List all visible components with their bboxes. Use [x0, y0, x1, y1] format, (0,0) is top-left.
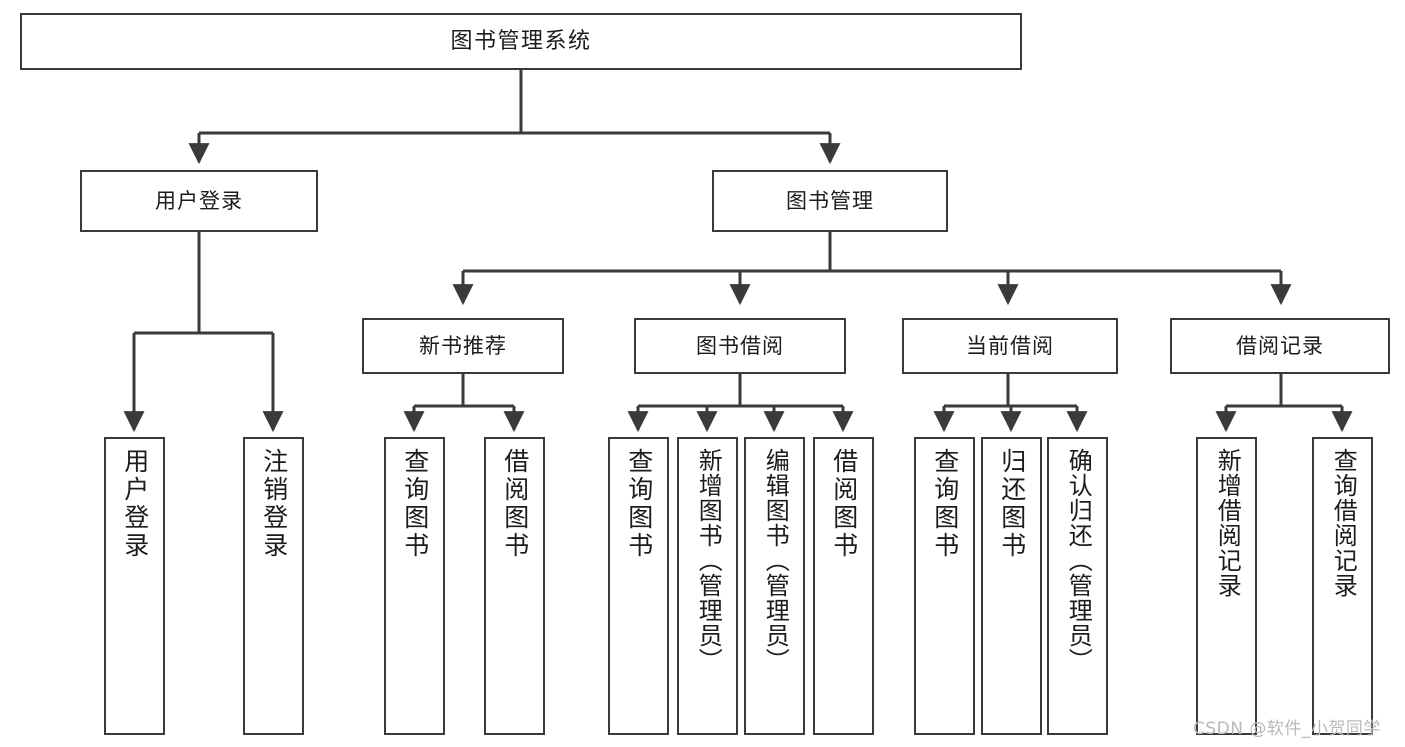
node-new-book-recommend[interactable]: 新书推荐 — [362, 318, 564, 374]
leaf-recommend-query-book[interactable]: 查询图书 — [384, 437, 445, 735]
node-label: 图书借阅 — [696, 333, 784, 358]
node-label: 当前借阅 — [966, 333, 1054, 358]
leaf-borrow-query-book[interactable]: 查询图书 — [608, 437, 669, 735]
node-label: 查询图书 — [400, 448, 430, 560]
leaf-borrow-borrow-book[interactable]: 借阅图书 — [813, 437, 874, 735]
node-label: 新增借阅记录 — [1213, 448, 1242, 598]
node-label: 借阅记录 — [1236, 333, 1324, 358]
node-label: 新书推荐 — [419, 333, 507, 358]
leaf-record-add-record[interactable]: 新增借阅记录 — [1196, 437, 1257, 735]
node-label: 图书管理系统 — [450, 28, 592, 54]
leaf-borrow-add-book-admin[interactable]: 新增图书（管理员） — [677, 437, 738, 735]
node-label: 新增图书（管理员） — [694, 448, 723, 673]
node-label: 查询借阅记录 — [1329, 448, 1358, 598]
node-label: 查询图书 — [930, 448, 960, 560]
node-book-borrow[interactable]: 图书借阅 — [634, 318, 846, 374]
node-current-borrow[interactable]: 当前借阅 — [902, 318, 1118, 374]
node-label: 确认归还（管理员） — [1064, 448, 1093, 673]
node-borrow-record[interactable]: 借阅记录 — [1170, 318, 1390, 374]
leaf-current-query-book[interactable]: 查询图书 — [914, 437, 975, 735]
node-user-login[interactable]: 用户登录 — [80, 170, 318, 232]
leaf-user-login[interactable]: 用户登录 — [104, 437, 165, 735]
node-label: 用户登录 — [120, 448, 150, 560]
node-label: 借阅图书 — [500, 448, 530, 560]
node-book-management[interactable]: 图书管理 — [712, 170, 948, 232]
node-label: 图书管理 — [786, 188, 874, 213]
leaf-user-logout[interactable]: 注销登录 — [243, 437, 304, 735]
leaf-borrow-edit-book-admin[interactable]: 编辑图书（管理员） — [744, 437, 805, 735]
node-label: 借阅图书 — [829, 448, 859, 560]
node-label: 编辑图书（管理员） — [761, 448, 790, 673]
node-label: 归还图书 — [997, 448, 1027, 560]
node-root-system[interactable]: 图书管理系统 — [20, 13, 1022, 70]
leaf-record-query-record[interactable]: 查询借阅记录 — [1312, 437, 1373, 735]
node-label: 注销登录 — [259, 448, 289, 560]
node-label: 用户登录 — [155, 188, 243, 213]
leaf-current-confirm-return-admin[interactable]: 确认归还（管理员） — [1047, 437, 1108, 735]
leaf-current-return-book[interactable]: 归还图书 — [981, 437, 1042, 735]
node-label: 查询图书 — [624, 448, 654, 560]
leaf-recommend-borrow-book[interactable]: 借阅图书 — [484, 437, 545, 735]
